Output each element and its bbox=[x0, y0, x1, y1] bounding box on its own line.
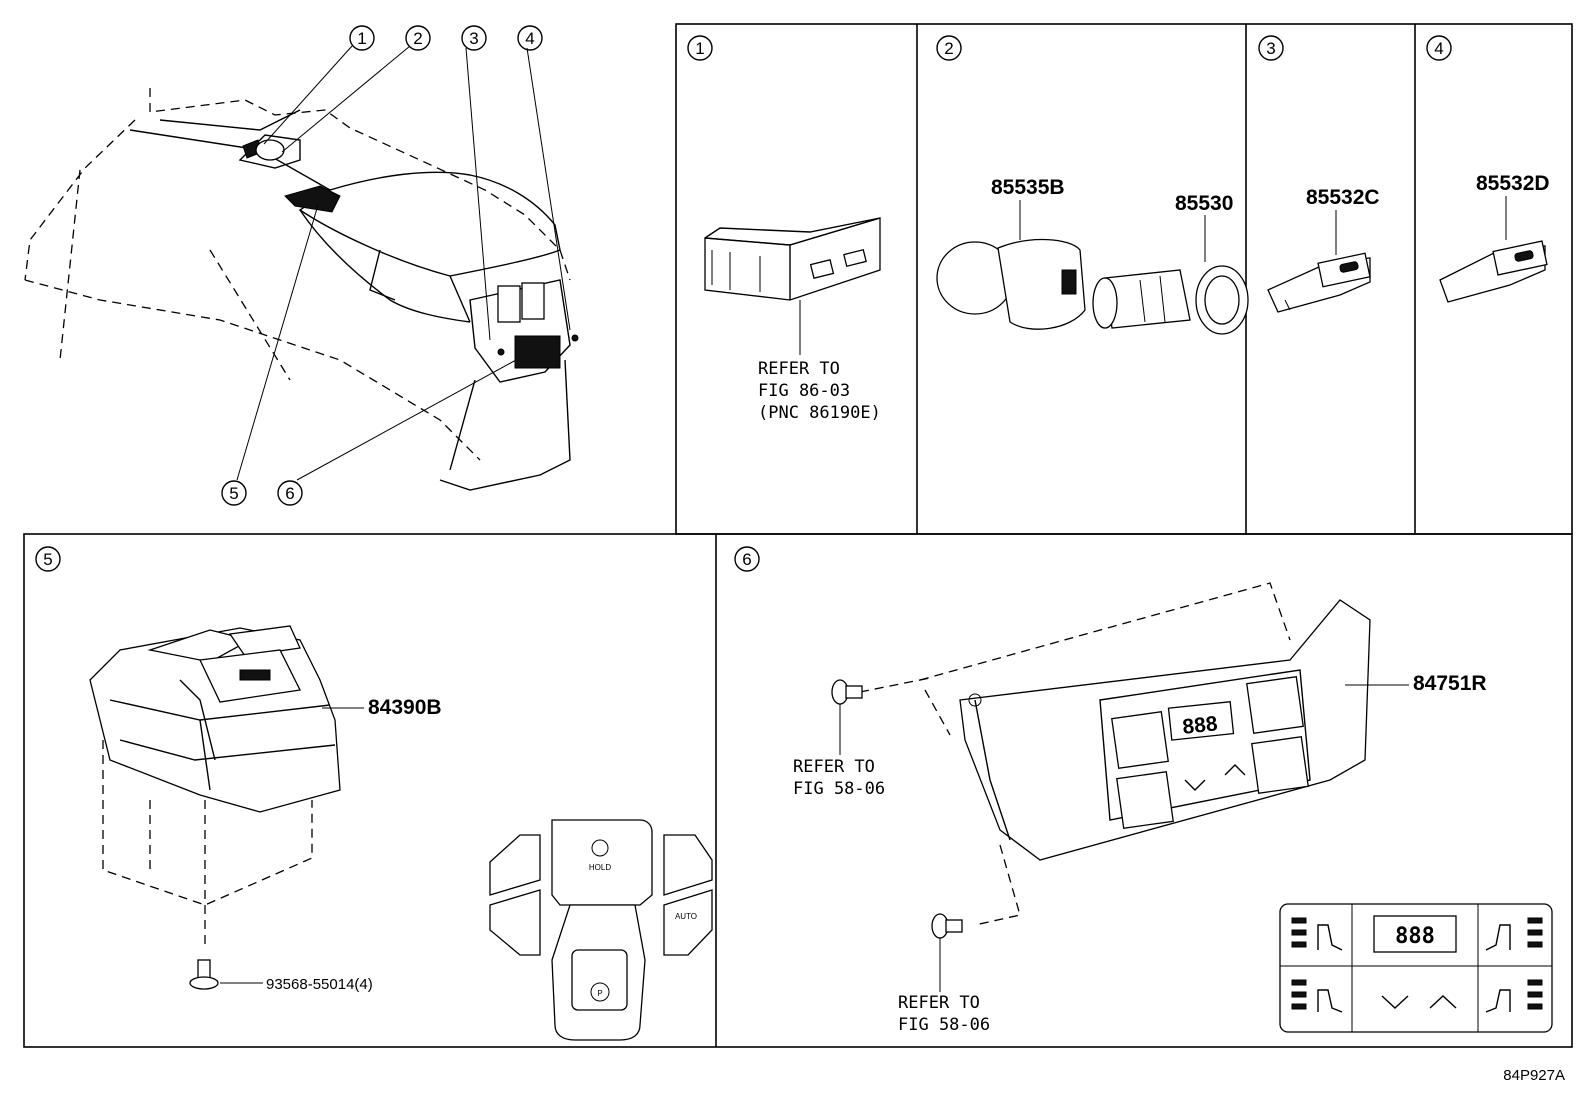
auto-label: AUTO bbox=[675, 912, 697, 921]
switch-panel-face: HOLD AUTO P bbox=[489, 819, 713, 1041]
section-6-refer-bottom-line-2: FIG 58-06 bbox=[898, 1015, 990, 1035]
section-6-callout: 6 bbox=[742, 550, 751, 569]
park-label: P bbox=[597, 989, 602, 998]
overview-callout-5-text: 5 bbox=[229, 484, 238, 503]
section-6: 6 888 REFER TO bbox=[734, 546, 1553, 1035]
section-1-refer-line-3: (PNC 86190E) bbox=[758, 403, 881, 423]
section-1-refer-line-2: FIG 86-03 bbox=[758, 381, 850, 401]
part-84751R: 84751R bbox=[1413, 672, 1487, 695]
overview-callout-5: 5 bbox=[221, 480, 247, 506]
section-frames bbox=[23, 23, 1573, 1048]
overview-callout-2: 2 bbox=[405, 25, 431, 51]
hold-label: HOLD bbox=[589, 863, 611, 872]
section-2-callout: 2 bbox=[944, 39, 953, 58]
clip-bottom-drawing bbox=[931, 913, 963, 939]
overview-callout-3-text: 3 bbox=[469, 29, 478, 48]
overview-callout-6-text: 6 bbox=[285, 484, 294, 503]
usb-module-d-drawing bbox=[1439, 240, 1548, 303]
socket-cap-drawing bbox=[936, 238, 1086, 330]
section-1-refer-line-1: REFER TO bbox=[758, 359, 840, 379]
overview-callout-3: 3 bbox=[461, 25, 487, 51]
overview-callout-4-text: 4 bbox=[525, 29, 534, 48]
overview-callout-1: 1 bbox=[349, 25, 375, 51]
power-socket-drawing bbox=[1092, 265, 1249, 335]
section-5: 5 84390B 93568-55014(4) bbox=[35, 546, 713, 1041]
section-6-refer-top-line-1: REFER TO bbox=[793, 757, 875, 777]
overview-callout-2-text: 2 bbox=[413, 29, 422, 48]
climate-control-panel-drawing: 888 bbox=[959, 599, 1371, 861]
overview-callout-4: 4 bbox=[517, 25, 543, 51]
section-6-refer-bottom-line-1: REFER TO bbox=[898, 993, 980, 1013]
part-85535B: 85535B bbox=[991, 176, 1065, 199]
clip-top-drawing bbox=[831, 679, 863, 705]
panel-face-display-readout: 888 bbox=[1395, 924, 1435, 949]
climate-panel-face: 888 bbox=[1279, 903, 1553, 1033]
part-85530: 85530 bbox=[1175, 192, 1233, 215]
figure-code: 84P927A bbox=[1503, 1067, 1565, 1084]
screw-part-number: 93568-55014(4) bbox=[266, 976, 373, 993]
console-overview bbox=[24, 45, 579, 491]
shift-switch-assembly-drawing bbox=[89, 625, 341, 813]
usb-module-c-drawing bbox=[1267, 252, 1371, 313]
section-3-callout: 3 bbox=[1266, 39, 1275, 58]
panel-display-readout: 888 bbox=[1181, 712, 1219, 739]
section-3: 3 85532C bbox=[1258, 35, 1380, 313]
overview-callout-1-text: 1 bbox=[357, 29, 366, 48]
section-1-callout: 1 bbox=[695, 39, 704, 58]
section-2: 2 85535B 85530 bbox=[936, 35, 1249, 335]
section-5-callout: 5 bbox=[43, 550, 52, 569]
screw-drawing bbox=[189, 959, 219, 990]
part-85532D: 85532D bbox=[1476, 172, 1550, 195]
section-4-callout: 4 bbox=[1434, 39, 1443, 58]
section-4: 4 85532D bbox=[1426, 35, 1550, 303]
part-85532C: 85532C bbox=[1306, 186, 1380, 209]
section-6-refer-top-line-2: FIG 58-06 bbox=[793, 779, 885, 799]
usb-port-drawing bbox=[704, 217, 881, 301]
part-84390B: 84390B bbox=[368, 696, 442, 719]
overview-callout-6: 6 bbox=[277, 480, 303, 506]
section-1: 1 REFER TO FIG 86-03 (PNC 86190E) bbox=[687, 35, 881, 423]
